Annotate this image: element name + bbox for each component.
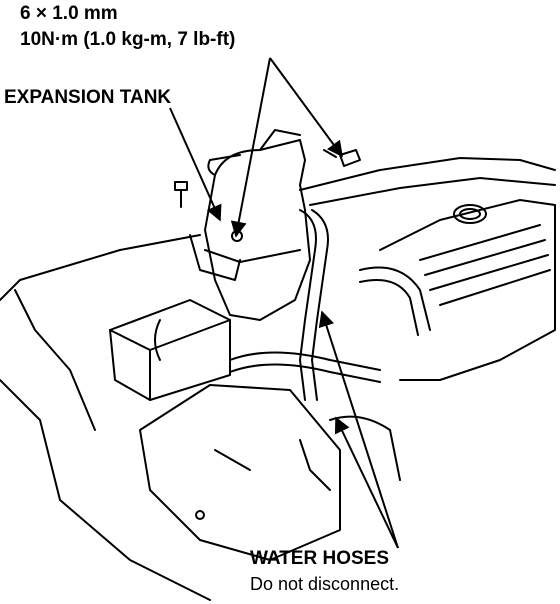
fender-lower xyxy=(0,379,211,601)
tank-bracket xyxy=(189,234,241,281)
expansion-tank-label: EXPANSION TANK xyxy=(4,87,172,108)
leader-torque-a xyxy=(230,57,271,238)
expansion-tank-body xyxy=(204,139,311,321)
leader-hose-b xyxy=(334,416,399,549)
bolt-size-label: 6 × 1.0 mm xyxy=(20,3,118,24)
water-hoses-label: WATER HOSES xyxy=(250,548,389,569)
fender-outline xyxy=(0,234,201,301)
intake-duct xyxy=(139,384,341,561)
tank-band xyxy=(204,249,301,263)
oil-filler-cap xyxy=(453,204,487,224)
engine-block xyxy=(379,199,556,381)
right-bolt xyxy=(323,149,361,167)
cowl-panel-edge xyxy=(309,177,556,206)
torque-spec-label: 10N·m (1.0 kg-m, 7 lb-ft) xyxy=(20,29,236,50)
expansion-tank-neck xyxy=(259,129,301,151)
radiator-hose xyxy=(359,266,431,331)
leader-hose-a xyxy=(318,310,399,549)
air-box xyxy=(109,299,231,401)
fender-inner xyxy=(14,289,96,431)
water-hoses-note: Do not disconnect. xyxy=(250,574,400,594)
leader-tank xyxy=(169,107,222,222)
leader-torque-b xyxy=(269,57,343,158)
water-hose-lower xyxy=(229,351,381,371)
cowl-panel xyxy=(299,157,556,191)
engine-fins xyxy=(419,224,551,306)
left-bolt xyxy=(174,181,188,208)
water-hose-upper xyxy=(299,209,317,401)
